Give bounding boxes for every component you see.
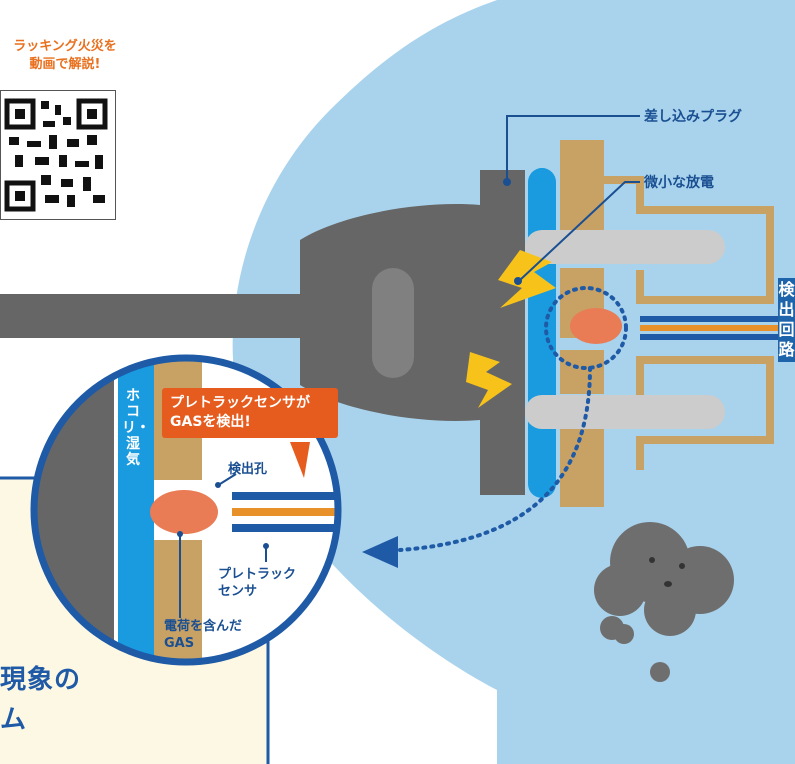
gas-cloud xyxy=(570,308,622,344)
heading-line-1: 現象の xyxy=(0,665,82,695)
promo-line-1: ラッキング火災を xyxy=(13,39,117,54)
dust-column xyxy=(528,168,556,498)
arrow-left-icon xyxy=(362,536,398,568)
smoke-cloud-icon xyxy=(594,522,734,682)
label-pretrack-sensor: プレトラック センサ xyxy=(218,567,297,599)
label-plug: 差し込みプラグ xyxy=(644,109,742,125)
power-cord xyxy=(0,294,300,338)
outlet xyxy=(560,140,774,507)
label-discharge: 微小な放電 xyxy=(644,175,714,191)
label-detection-hole: 検出孔 xyxy=(228,462,268,477)
section-heading: 現象の ム xyxy=(0,660,81,740)
prong-bottom xyxy=(525,395,725,429)
plug-grip xyxy=(372,268,414,378)
label-detection-circuit: 検出回路 xyxy=(778,278,795,362)
sensor-stripes xyxy=(640,316,780,340)
zoom-ring xyxy=(544,286,628,370)
video-promo-text[interactable]: ラッキング火災を 動画で解説! xyxy=(0,38,130,74)
qr-code-pattern xyxy=(4,98,108,212)
lightning-icon xyxy=(498,250,556,308)
label-charged-gas: 電荷を含んだ GAS xyxy=(164,619,243,651)
label-dust-moisture: ホコリ・湿気 xyxy=(122,388,150,468)
lightning-icon xyxy=(466,352,512,408)
qr-code[interactable] xyxy=(0,90,116,220)
prong-top xyxy=(525,230,725,264)
promo-line-2: 動画で解説! xyxy=(29,57,101,72)
heading-line-2: ム xyxy=(0,705,28,735)
zoom-path xyxy=(398,366,592,552)
callout-sensor-detects: プレトラックセンサが GASを検出! xyxy=(162,388,338,438)
